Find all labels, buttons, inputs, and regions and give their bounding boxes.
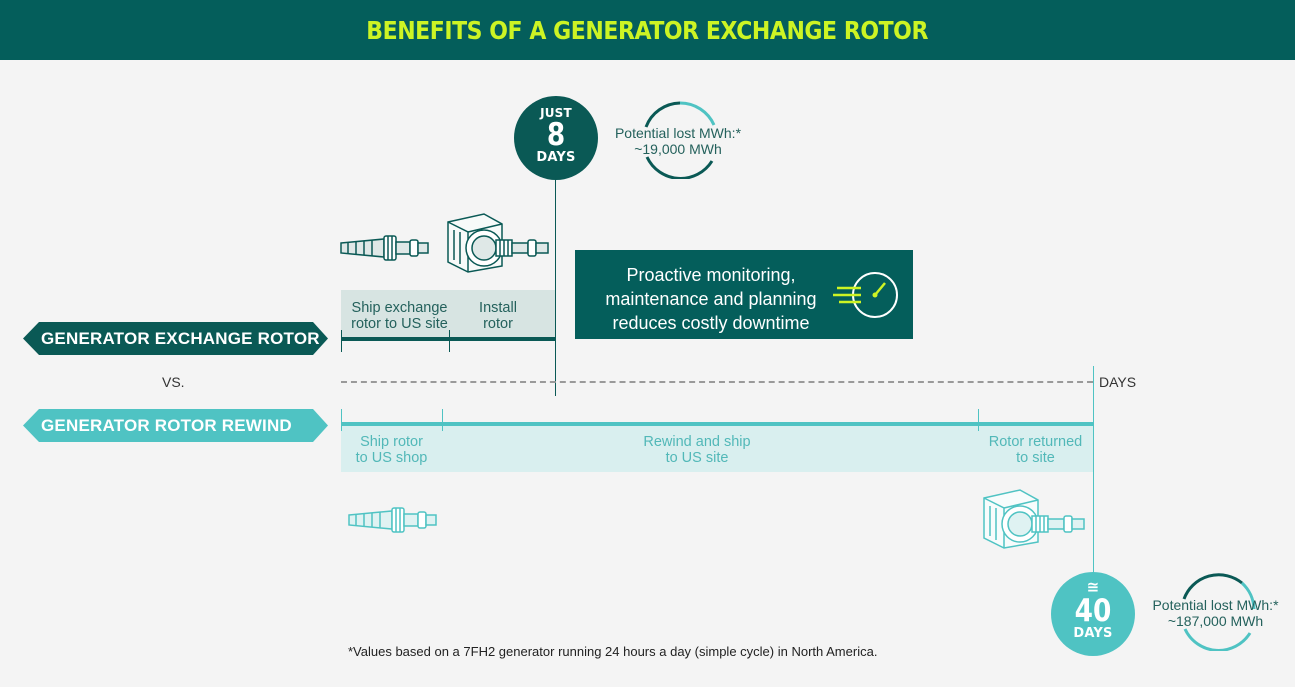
- stator-with-rotor-icon: [447, 213, 549, 273]
- exchange-step-ship-line1: Ship exchange: [351, 300, 448, 316]
- exchange-lost-mwh: Potential lost MWh:* ~19,000 MWh: [603, 125, 753, 157]
- rewind-lost-label: Potential lost MWh:*: [1152, 597, 1279, 613]
- exchange-tick-mid: [449, 330, 450, 352]
- rewind-lost-ring-icon: [1182, 573, 1256, 651]
- exchange-rotor-pill: GENERATOR EXCHANGE ROTOR: [23, 322, 328, 355]
- exchange-step-ship: Ship exchange rotor to US site: [341, 300, 458, 332]
- exchange-steps-band: [341, 290, 556, 338]
- rewind-timeline-bar: [341, 422, 1093, 426]
- rewind-step-rewind-line1: Rewind and ship: [643, 434, 751, 450]
- rewind-duration-line: [1093, 366, 1094, 576]
- rewind-step-ship-line1: Ship rotor: [360, 434, 423, 450]
- exchange-rotor-label: GENERATOR EXCHANGE ROTOR: [41, 328, 320, 348]
- exchange-duration-line: [555, 178, 556, 396]
- rewind-rotor-pill: GENERATOR ROTOR REWIND: [23, 409, 328, 442]
- title-banner: BENEFITS OF A GENERATOR EXCHANGE ROTOR: [0, 0, 1295, 60]
- exchange-lost-value: ~19,000 MWh: [634, 141, 722, 157]
- rewind-tick-3: [978, 409, 979, 431]
- rewind-step-ship-line2: to US shop: [355, 450, 428, 466]
- vs-label: VS.: [162, 374, 185, 390]
- rewind-duration-badge: ≅ 40 DAYS: [1051, 572, 1135, 656]
- exchange-timeline-bar: [341, 337, 556, 341]
- exchange-duration-badge: JUST 8 DAYS: [514, 96, 598, 180]
- rewind-step-rewind-line2: to US site: [665, 450, 729, 466]
- days-axis-line: [341, 381, 1093, 383]
- proactive-callout: Proactive monitoring, maintenance and pl…: [575, 250, 913, 339]
- days-axis-label: DAYS: [1099, 374, 1137, 390]
- rewind-tick-start: [341, 409, 342, 431]
- exchange-lost-ring-icon: [644, 101, 716, 179]
- rewind-step-return: Rotor returned to site: [978, 434, 1093, 466]
- rewind-rotor-label: GENERATOR ROTOR REWIND: [41, 415, 292, 435]
- rewind-lost-value: ~187,000 MWh: [1167, 613, 1264, 629]
- proactive-callout-text: Proactive monitoring, maintenance and pl…: [605, 265, 817, 333]
- rewind-tick-2: [442, 409, 443, 431]
- rewind-duration-prefix: ≅: [1086, 578, 1100, 596]
- exchange-step-install-line2: rotor: [483, 316, 513, 332]
- footnote: *Values based on a 7FH2 generator runnin…: [348, 644, 878, 659]
- speedometer-icon: [833, 272, 898, 318]
- rewind-step-ship: Ship rotor to US shop: [341, 434, 442, 466]
- exchange-duration-unit: DAYS: [536, 150, 576, 165]
- exchange-step-install: Install rotor: [458, 300, 538, 332]
- rewind-duration-value: 40: [1074, 593, 1112, 629]
- exchange-step-ship-line2: rotor to US site: [351, 316, 448, 332]
- exchange-tick-start: [341, 330, 342, 352]
- exchange-duration-prefix: JUST: [540, 106, 572, 120]
- rewind-lost-mwh: Potential lost MWh:* ~187,000 MWh: [1138, 597, 1293, 629]
- exchange-duration-value: 8: [546, 117, 566, 153]
- rotor-shaft-icon: [348, 507, 437, 533]
- stator-with-rotor-icon: [983, 489, 1085, 549]
- exchange-step-install-line1: Install: [479, 300, 517, 316]
- page-title: BENEFITS OF A GENERATOR EXCHANGE ROTOR: [366, 15, 929, 45]
- rewind-step-return-line2: to site: [1016, 450, 1055, 466]
- exchange-lost-label: Potential lost MWh:*: [614, 125, 742, 141]
- rewind-step-return-line1: Rotor returned: [988, 434, 1083, 450]
- rewind-duration-unit: DAYS: [1073, 626, 1113, 641]
- rewind-steps-band: [341, 426, 1093, 472]
- rotor-shaft-icon: [340, 235, 429, 261]
- rewind-step-rewind: Rewind and ship to US site: [442, 434, 952, 466]
